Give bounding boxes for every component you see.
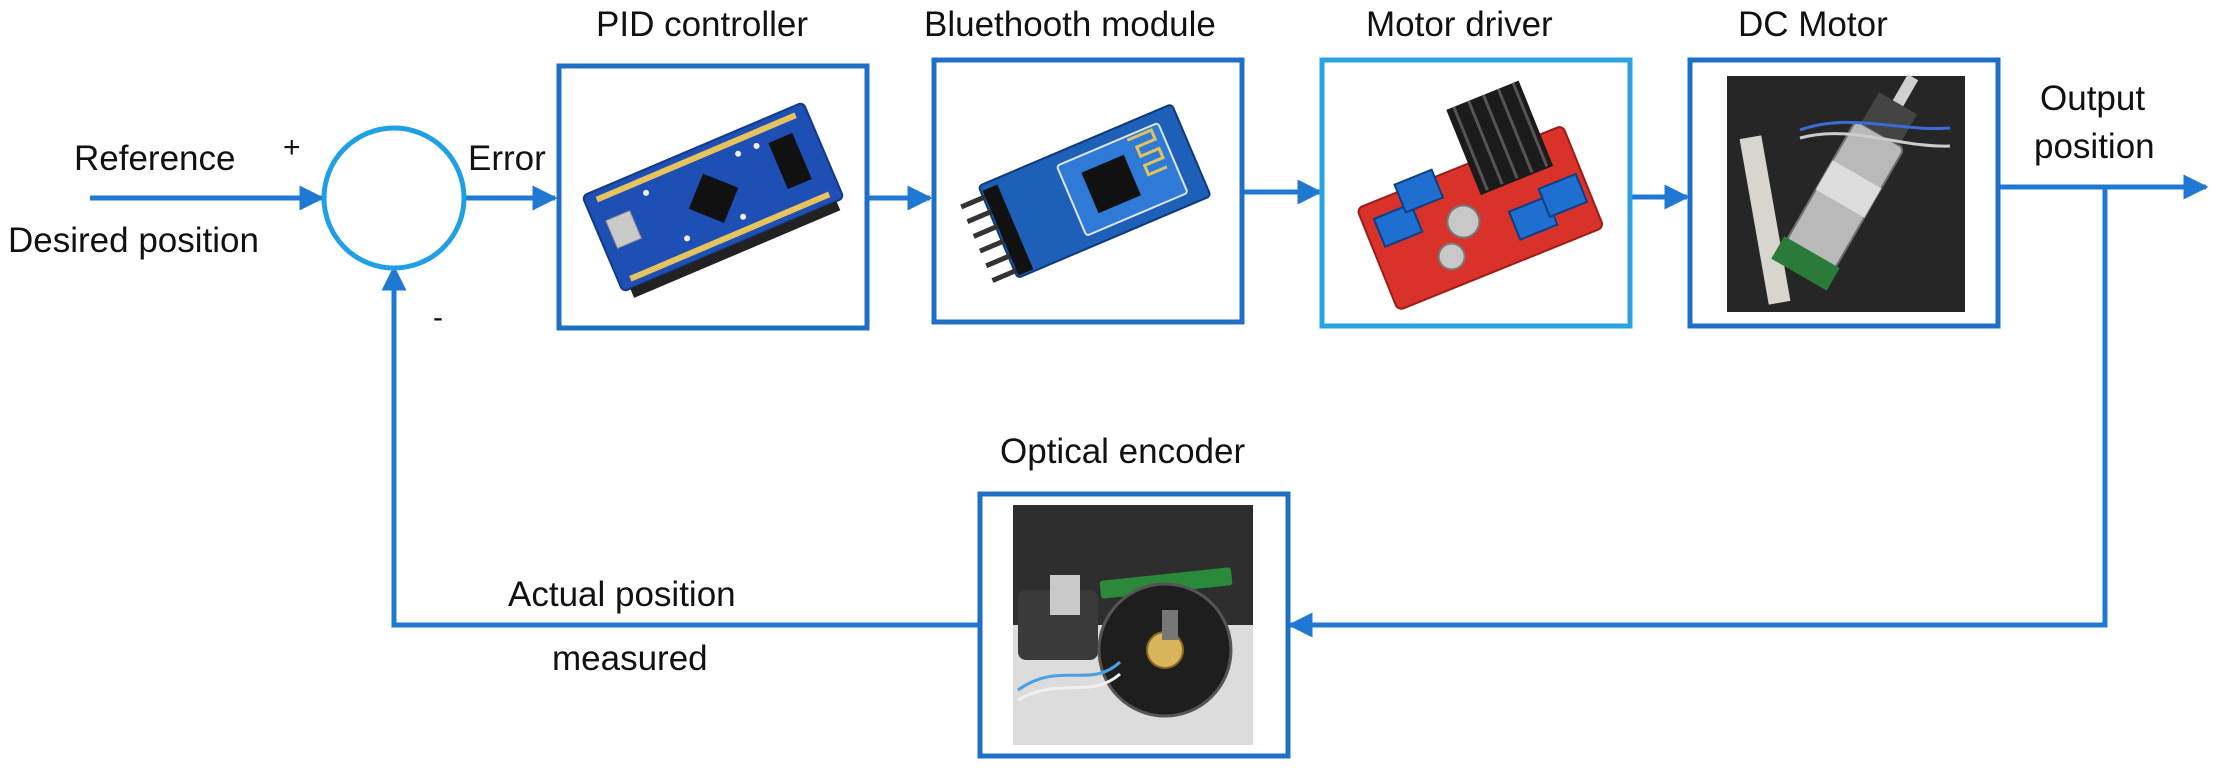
optical-encoder-icon: [1013, 505, 1253, 745]
reference-label: Reference: [74, 139, 235, 178]
motor-driver-board-icon: [1357, 80, 1604, 310]
measured-label: measured: [552, 639, 708, 678]
dc-motor-block: DC Motor: [1687, 5, 2001, 329]
arduino-nano-board-icon: [582, 102, 844, 298]
actual-position-label: Actual position: [508, 575, 736, 614]
pid-controller-title: PID controller: [596, 5, 808, 44]
motor-driver-title: Motor driver: [1366, 5, 1553, 44]
plus-sign: +: [283, 131, 301, 164]
bluetooth-module-title: Bluethooth module: [924, 5, 1216, 44]
feedback-return-arrow: [1287, 187, 2108, 638]
signal-lines: [90, 174, 2209, 638]
optical-encoder-block: Optical encoder: [977, 432, 1291, 759]
feedback-to-summing-arrow: [381, 265, 978, 628]
output-label-line1: Output: [2040, 79, 2145, 118]
bluetooth-module-icon: [960, 104, 1211, 283]
desired-position-label: Desired position: [8, 221, 259, 260]
output-label-line2: position: [2034, 127, 2155, 166]
summing-junction: [321, 125, 467, 271]
bluetooth-module-block: Bluethooth module: [924, 5, 1245, 325]
pid-controller-block: PID controller: [556, 5, 870, 331]
optical-encoder-title: Optical encoder: [1000, 432, 1245, 471]
error-label: Error: [468, 139, 546, 178]
dc-motor-title: DC Motor: [1738, 5, 1888, 44]
motor-driver-block: Motor driver: [1319, 5, 1633, 329]
minus-sign: -: [433, 301, 443, 334]
dc-motor-icon: [1727, 74, 1965, 312]
